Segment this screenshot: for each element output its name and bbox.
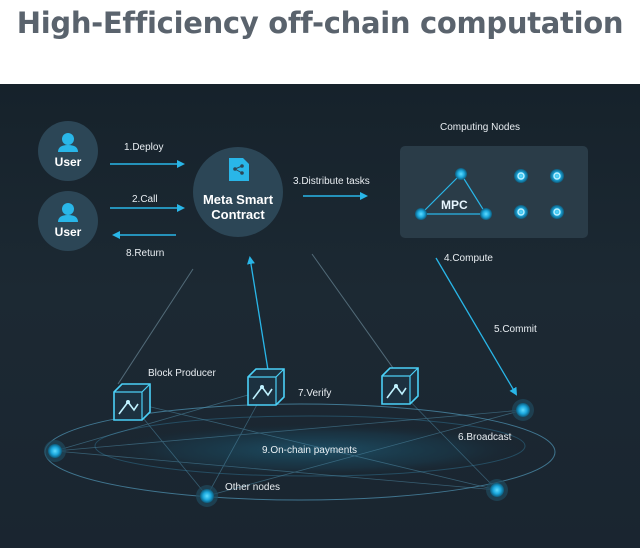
computing-nodes-title: Computing Nodes	[440, 122, 521, 133]
step-call-label: 2.Call	[132, 194, 158, 205]
step-return-label: 8.Return	[126, 248, 165, 259]
other-nodes-label: Other nodes	[225, 482, 281, 493]
user-label: User	[54, 225, 82, 239]
step-commit-label: 5.Commit	[494, 324, 537, 335]
contract-label-line2: Contract	[211, 207, 265, 222]
network-mesh	[54, 385, 524, 497]
network-ring-inner	[94, 415, 526, 477]
block-producer-label: Block Producer	[148, 368, 216, 379]
block-producer-cube	[247, 368, 285, 406]
page-title: High-Efficiency off-chain computation	[16, 6, 624, 40]
user-icon	[58, 203, 78, 222]
network-node	[196, 485, 218, 507]
step-payments-label: 9.On-chain payments	[262, 445, 358, 456]
mpc-triangle	[415, 168, 492, 220]
step-compute-label: 4.Compute	[444, 253, 493, 264]
verify-arrow	[247, 256, 269, 371]
diagram: User User Meta Smart Contract Computing …	[0, 84, 640, 548]
computing-node-icons	[514, 169, 564, 219]
computing-nodes-panel	[400, 146, 588, 238]
diagram-graphics	[38, 121, 588, 507]
network-node	[512, 399, 534, 421]
step-broadcast-label: 6.Broadcast	[458, 432, 512, 443]
user-label: User	[54, 155, 82, 169]
step-deploy-label: 1.Deploy	[124, 142, 164, 153]
contract-circle	[193, 147, 283, 237]
block-producer-cube	[381, 367, 419, 405]
document-share-icon	[229, 158, 249, 181]
user-icon	[58, 133, 78, 152]
commit-arrow	[435, 257, 518, 396]
block-producer-cube	[113, 383, 151, 421]
contract-label-line1: Meta Smart	[202, 192, 274, 207]
contract-links	[117, 253, 394, 385]
step-distribute-label: 3.Distribute tasks	[293, 176, 370, 187]
network-node	[486, 479, 508, 501]
step-verify-label: 7.Verify	[298, 388, 332, 399]
network-node	[44, 440, 66, 462]
mpc-label: MPC	[441, 198, 468, 212]
